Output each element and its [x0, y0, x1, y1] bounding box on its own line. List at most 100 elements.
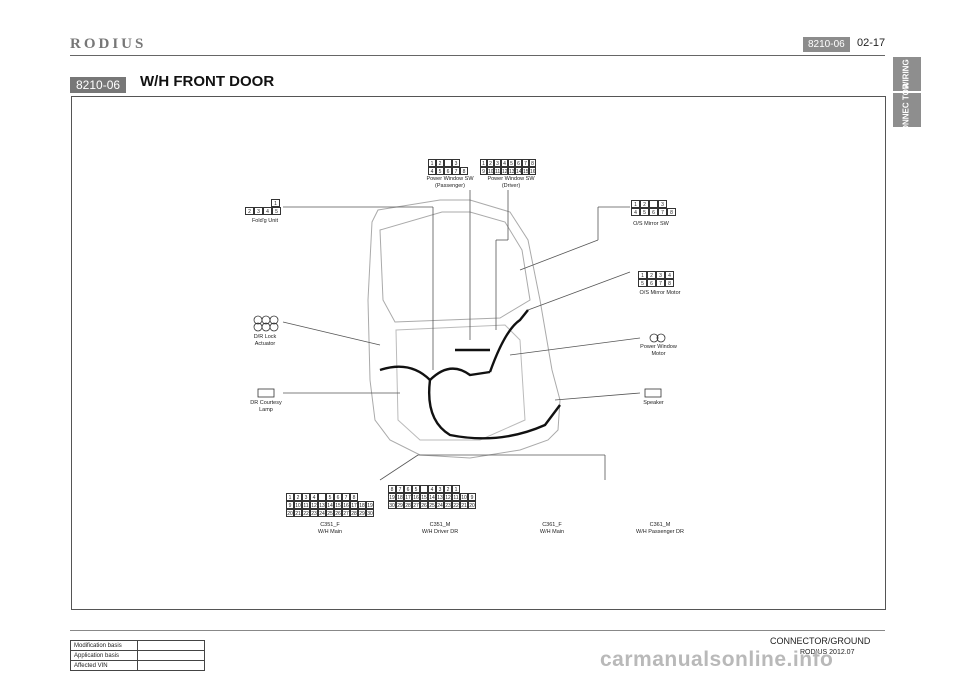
pin-cell: 29 — [358, 509, 366, 517]
pin-cell: 8 — [665, 279, 674, 287]
pin-cell: 27 — [412, 501, 420, 509]
pin-cell: 14 — [515, 167, 522, 175]
pin-cell: 12 — [501, 167, 508, 175]
pin-cell: 12 — [444, 493, 452, 501]
pin-cell: 3 — [436, 485, 444, 493]
pin-cell: 30 — [366, 509, 374, 517]
pin-cell: 3 — [656, 271, 665, 279]
diagram-frame — [71, 96, 886, 610]
app-basis-label: Application basis — [70, 650, 138, 661]
tab-wiring[interactable]: WIRING — [893, 57, 921, 91]
header-rule — [70, 55, 885, 56]
page-number: 02-17 — [857, 37, 886, 49]
tab-connector[interactable]: CONNEC TOR — [893, 83, 921, 137]
pin-cell: 8 — [388, 485, 396, 493]
pin-cell: 8 — [350, 493, 358, 501]
pin-cell: 5 — [272, 207, 281, 215]
pin-cell: 10 — [487, 167, 494, 175]
pin-cell: 4 — [428, 485, 436, 493]
label-c351-m: C351_M W/H Driver DR — [421, 522, 459, 535]
pin-cell: 4 — [501, 159, 508, 167]
label-c361-m: C361_M W/H Passenger DR — [636, 522, 684, 535]
section-code-badge: 8210-06 — [70, 77, 127, 93]
pin-cell: 7 — [522, 159, 529, 167]
pin-cell: 15 — [334, 501, 342, 509]
pin-cell: 2 — [444, 485, 452, 493]
label-power-window-motor: Power Window Motor — [640, 344, 677, 357]
section-title: W/H FRONT DOOR — [140, 73, 275, 90]
pin-cell: 19 — [366, 501, 374, 509]
pin-cell: 5 — [436, 167, 444, 175]
pin-cell: 8 — [529, 159, 536, 167]
pin-cell: 5 — [326, 493, 334, 501]
pin-cell: 23 — [310, 509, 318, 517]
pin-cell: 24 — [436, 501, 444, 509]
pin-cell: 20 — [286, 509, 294, 517]
pin-cell: 9 — [286, 501, 294, 509]
pin-cell: 23 — [444, 501, 452, 509]
pin-cell: 16 — [412, 493, 420, 501]
label-os-mirror-sw: O/S Mirror SW — [633, 221, 669, 227]
pin-cell: 11 — [494, 167, 501, 175]
watermark: carmanualsonline.info — [600, 648, 834, 671]
pin-cell: 4 — [428, 167, 436, 175]
pin-cell: 21 — [294, 509, 302, 517]
label-foldg-unit: Fold'g Unit — [251, 218, 279, 224]
pin-cell: 10 — [460, 493, 468, 501]
pin-cell: 29 — [396, 501, 404, 509]
pin-cell: 3 — [302, 493, 310, 501]
pin-cell: 4 — [263, 207, 272, 215]
pin-cell: 7 — [396, 485, 404, 493]
pin-cell: 1 — [631, 200, 640, 208]
pin-cell: 25 — [428, 501, 436, 509]
pin-cell — [444, 159, 452, 167]
pin-cell: 9 — [480, 167, 487, 175]
pin-cell: 6 — [515, 159, 522, 167]
pin-cell: 1 — [286, 493, 294, 501]
mod-basis-label: Modification basis — [70, 640, 138, 651]
pin-cell — [649, 200, 658, 208]
footer-rule — [70, 630, 885, 631]
pin-cell: 4 — [631, 208, 640, 216]
label-dr-courtesy-lamp: DR Courtesy Lamp — [250, 400, 282, 413]
pin-cell: 9 — [468, 493, 476, 501]
label-speaker: Speaker — [643, 400, 664, 406]
pin-cell: 16 — [342, 501, 350, 509]
pin-cell: 6 — [649, 208, 658, 216]
pin-cell: 7 — [342, 493, 350, 501]
pin-cell: 13 — [436, 493, 444, 501]
pin-cell: 25 — [326, 509, 334, 517]
pin-cell: 2 — [245, 207, 254, 215]
pin-cell: 1 — [480, 159, 487, 167]
pin-cell: 5 — [508, 159, 515, 167]
label-power-window-sw-driver: Power Window SW (Driver) — [487, 176, 535, 189]
pin-cell: 7 — [658, 208, 667, 216]
affected-vin-label: Affected VIN — [70, 660, 138, 671]
pin-cell: 1 — [452, 485, 460, 493]
pin-cell: 5 — [638, 279, 647, 287]
modification-table: Modification basis Application basis Aff… — [70, 640, 205, 671]
door-outline — [367, 199, 561, 459]
pin-cell: 10 — [294, 501, 302, 509]
label-c351-f: C351_F W/H Main — [317, 522, 343, 535]
pin-cell: 11 — [452, 493, 460, 501]
pin-cell: 11 — [302, 501, 310, 509]
footer-title: CONNECTOR/GROUND — [770, 636, 871, 646]
pin-cell: 15 — [522, 167, 529, 175]
footer-subtitle: RODIUS 2012.07 — [800, 649, 855, 656]
pin-cell: 3 — [452, 159, 460, 167]
pin-cell: 3 — [254, 207, 263, 215]
pin-cell: 19 — [388, 493, 396, 501]
pin-cell: 27 — [342, 509, 350, 517]
pin-cell: 21 — [460, 501, 468, 509]
pin-cell: 5 — [640, 208, 649, 216]
pin-cell: 6 — [647, 279, 656, 287]
pin-cell: 6 — [334, 493, 342, 501]
pin-cell: 18 — [358, 501, 366, 509]
pin-cell: 13 — [318, 501, 326, 509]
pin-cell: 5 — [412, 485, 420, 493]
pin-cell: 15 — [420, 493, 428, 501]
pin-cell: 16 — [529, 167, 536, 175]
pin-cell: 20 — [468, 501, 476, 509]
pin-cell — [420, 485, 428, 493]
